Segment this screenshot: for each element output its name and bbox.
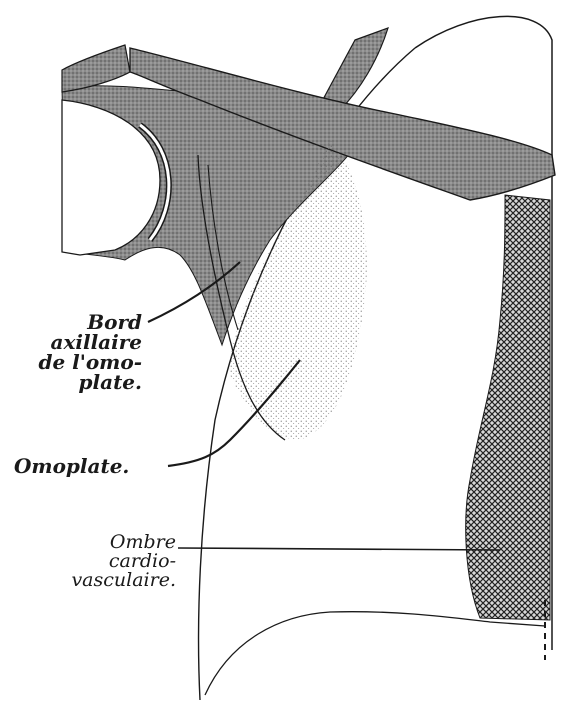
label-bord-axillaire: Bord axillaire de l'omo- plate.: [20, 312, 142, 392]
leader-ombre: [178, 548, 500, 550]
label-ombre-cardiovasculaire: Ombre cardio- vasculaire.: [40, 533, 176, 590]
coracoid: [320, 28, 388, 110]
label-bord-line2: axillaire: [20, 332, 142, 352]
cardiovascular-shadow: [466, 195, 550, 620]
label-bord-line1: Bord: [20, 312, 142, 332]
label-omoplate: Omoplate.: [14, 456, 129, 476]
acromion: [62, 45, 130, 92]
label-ombre-line3: vasculaire.: [40, 571, 176, 590]
label-bord-line3: de l'omo-: [20, 352, 142, 372]
diaphragm-line: [205, 612, 545, 695]
label-bord-line4: plate.: [20, 372, 142, 392]
